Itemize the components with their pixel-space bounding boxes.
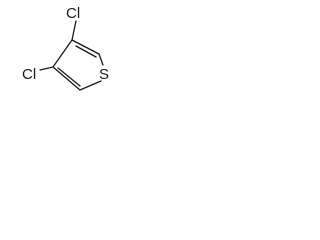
- bond-c3-cl: [71, 20, 77, 41]
- bond-c2-s: [98, 53, 104, 66]
- structure-diagram: Cl Cl S: [22, 5, 109, 91]
- bond-c2-c3-inner: [75, 45, 97, 58]
- atom-label-sulfur: S: [99, 66, 109, 83]
- bond-c4-c5-inner: [57, 67, 81, 87]
- bond-s-c5: [79, 80, 102, 91]
- bond-c4-cl: [39, 66, 54, 71]
- bond-c3-c4: [52, 39, 73, 68]
- atom-label-cl-left: Cl: [22, 66, 36, 83]
- bond-c4-c5: [52, 66, 81, 91]
- bond-c3-c2: [71, 39, 100, 55]
- atom-label-cl-top: Cl: [66, 5, 80, 22]
